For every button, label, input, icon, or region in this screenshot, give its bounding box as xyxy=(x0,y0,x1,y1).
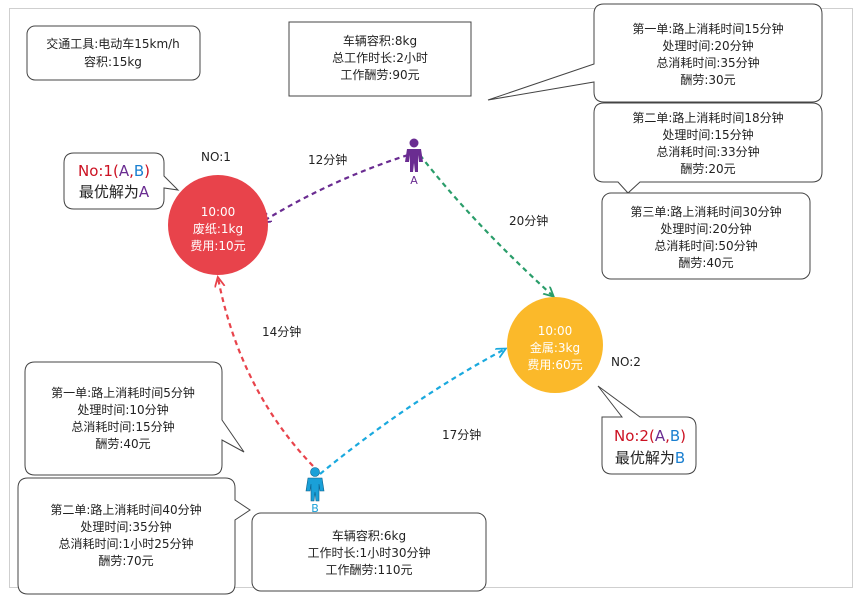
node1-best-label: 最优解为 xyxy=(79,183,139,201)
node2-callout-a: A xyxy=(655,427,666,445)
transport-info-line1: 交通工具:电动车15km/h xyxy=(46,36,180,51)
node2-callout-best: 最优解为B xyxy=(615,449,685,467)
edge-a-to-node1-label: 12分钟 xyxy=(308,152,347,167)
node2-callout-prefix: No:2( xyxy=(614,427,655,445)
a-order-3-line1: 第三单:路上消耗时间30分钟 xyxy=(630,204,781,219)
b-order-1-line2: 处理时间:10分钟 xyxy=(77,402,168,417)
node1-callout-title: No:1(A,B) xyxy=(78,162,150,180)
transport-info-line2: 容积:15kg xyxy=(84,54,142,69)
node1-number: NO:1 xyxy=(201,150,231,164)
edge-b-to-node2-label: 17分钟 xyxy=(442,427,481,442)
node2-best-callout: No:2(A,B) 最优解为B xyxy=(597,385,697,475)
node2-best-value: B xyxy=(675,449,685,467)
vehicle-a-hours: 总工作时长:2小时 xyxy=(332,51,428,65)
a-order-1-line3: 总消耗时间:35分钟 xyxy=(656,55,759,70)
a-order-3-callout: 第三单:路上消耗时间30分钟 处理时间:20分钟 总消耗时间:50分钟 酬劳:4… xyxy=(601,192,811,280)
vehicle-b-box: 车辆容积:6kg 工作时长:1小时30分钟 工作酬劳:110元 xyxy=(251,512,487,592)
node2-circle xyxy=(507,297,603,393)
b-order-1-line4: 酬劳:40元 xyxy=(95,437,150,451)
person-b-icon xyxy=(305,467,325,502)
node1: 10:00 废纸:1kg 费用:10元 xyxy=(168,175,268,275)
node2-callout-comma: , xyxy=(665,427,670,445)
b-order-2-callout: 第二单:路上消耗时间40分钟 处理时间:35分钟 总消耗时间:1小时25分钟 酬… xyxy=(17,477,251,595)
edge-b-to-node2 xyxy=(319,349,505,475)
person-b-label: B xyxy=(311,502,319,515)
a-order-1-line2: 处理时间:20分钟 xyxy=(662,38,753,53)
transport-info-box: 交通工具:电动车15km/h 容积:15kg xyxy=(26,25,201,81)
a-order-2-line1: 第二单:路上消耗时间18分钟 xyxy=(632,110,783,125)
vehicle-b-capacity: 车辆容积:6kg xyxy=(332,528,406,543)
a-order-2-line3: 总消耗时间:33分钟 xyxy=(656,144,759,159)
node1-callout-best: 最优解为A xyxy=(79,183,150,201)
edge-a-to-node2 xyxy=(419,154,553,296)
node1-fee: 费用:10元 xyxy=(190,239,245,253)
a-order-1-line4: 酬劳:30元 xyxy=(680,73,735,87)
a-order-1-line1: 第一单:路上消耗时间15分钟 xyxy=(632,21,783,36)
edge-b-to-node1-label: 14分钟 xyxy=(262,324,301,339)
vehicle-a-pay: 工作酬劳:90元 xyxy=(340,68,419,82)
node1-callout-b: B xyxy=(134,162,144,180)
a-order-3-line2: 处理时间:20分钟 xyxy=(660,221,751,236)
node1-callout-prefix: No:1( xyxy=(78,162,119,180)
b-order-2-line4: 酬劳:70元 xyxy=(98,554,153,568)
a-order-1-callout: 第一单:路上消耗时间15分钟 处理时间:20分钟 总消耗时间:35分钟 酬劳:3… xyxy=(487,3,823,103)
node2-callout-b: B xyxy=(670,427,680,445)
node2-callout-suffix: ) xyxy=(680,427,686,445)
a-order-2-line4: 酬劳:20元 xyxy=(680,162,735,176)
node2-callout-title: No:2(A,B) xyxy=(614,427,686,445)
b-order-1-line1: 第一单:路上消耗时间5分钟 xyxy=(51,385,195,400)
b-order-1-callout: 第一单:路上消耗时间5分钟 处理时间:10分钟 总消耗时间:15分钟 酬劳:40… xyxy=(24,361,245,476)
b-order-1-line3: 总消耗时间:15分钟 xyxy=(71,419,174,434)
a-order-2-line2: 处理时间:15分钟 xyxy=(662,127,753,142)
a-order-3-line4: 酬劳:40元 xyxy=(678,256,733,270)
node2: 10:00 金属:3kg 费用:60元 xyxy=(507,297,603,393)
edge-a-to-node2-label: 20分钟 xyxy=(509,213,548,228)
node1-item: 废纸:1kg xyxy=(193,221,243,236)
vehicle-a-box: 车辆容积:8kg 总工作时长:2小时 工作酬劳:90元 xyxy=(288,21,472,97)
node2-number: NO:2 xyxy=(611,355,641,369)
person-a-label: A xyxy=(410,174,418,187)
node2-time: 10:00 xyxy=(538,324,573,338)
b-order-2-line3: 总消耗时间:1小时25分钟 xyxy=(59,536,194,551)
vehicle-b-hours: 工作时长:1小时30分钟 xyxy=(308,545,431,560)
edge-a-to-node1 xyxy=(262,153,409,222)
person-a-icon xyxy=(405,138,423,172)
node1-callout-a: A xyxy=(119,162,130,180)
node1-best-callout: No:1(A,B) 最优解为A xyxy=(63,152,180,210)
node2-item: 金属:3kg xyxy=(530,340,580,355)
b-order-2-line2: 处理时间:35分钟 xyxy=(80,519,171,534)
node1-circle xyxy=(168,175,268,275)
node1-callout-suffix: ) xyxy=(144,162,150,180)
vehicle-b-pay: 工作酬劳:110元 xyxy=(326,563,413,577)
node2-best-label: 最优解为 xyxy=(615,449,675,467)
node1-time: 10:00 xyxy=(201,205,236,219)
a-order-3-line3: 总消耗时间:50分钟 xyxy=(654,238,757,253)
vehicle-a-capacity: 车辆容积:8kg xyxy=(343,33,417,48)
node1-best-value: A xyxy=(139,183,150,201)
a-order-2-callout: 第二单:路上消耗时间18分钟 处理时间:15分钟 总消耗时间:33分钟 酬劳:2… xyxy=(593,102,823,194)
b-order-2-line1: 第二单:路上消耗时间40分钟 xyxy=(50,502,201,517)
node1-callout-comma: , xyxy=(129,162,134,180)
node2-fee: 费用:60元 xyxy=(527,358,582,372)
